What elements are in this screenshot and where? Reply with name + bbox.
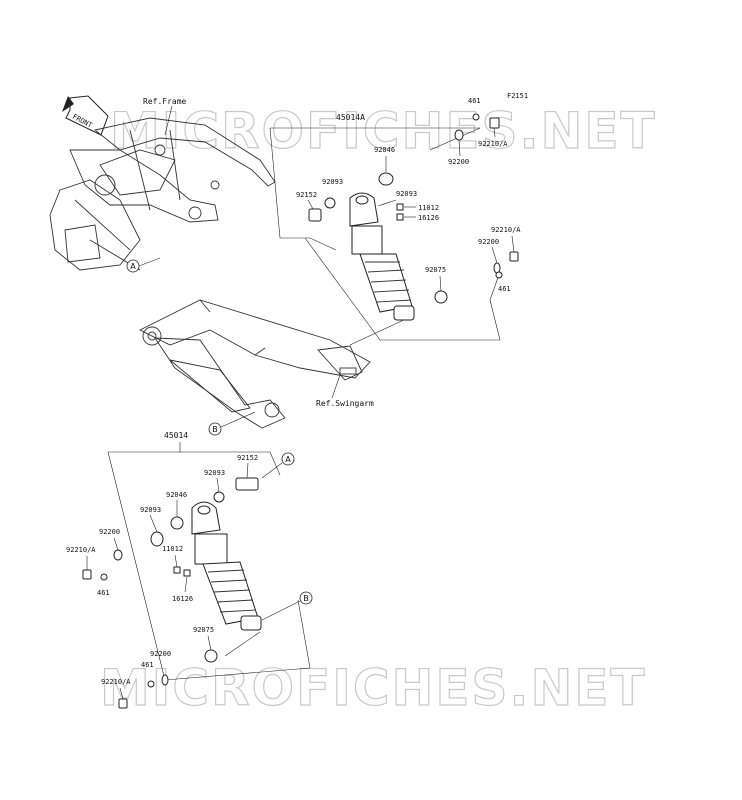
lower-washer-92200-b — [161, 674, 169, 686]
lower-seal-92093-b — [150, 531, 164, 547]
upper-92046-label: 92046 — [374, 146, 395, 154]
lower-nut-92210a — [82, 569, 92, 580]
upper-collar-92152 — [308, 208, 322, 222]
lower-11012-label: 11012 — [162, 545, 183, 553]
lower-92046-label: 92046 — [166, 491, 187, 499]
callout-a-lower — [281, 452, 295, 466]
ref-swingarm-label: Ref.Swingarm — [316, 399, 374, 408]
upper-nut-92210a — [489, 117, 500, 129]
lower-cap-16126 — [183, 569, 191, 577]
lower-461-label: 461 — [97, 589, 110, 597]
callout-a-upper-label: A — [130, 262, 136, 271]
upper-shock-absorber — [349, 192, 415, 321]
lower-92210a-label: 92210/A — [66, 546, 96, 554]
lower-washer-461-b — [147, 680, 155, 688]
lower-seal-92093-a — [213, 491, 225, 503]
upper-cap-16126 — [396, 213, 404, 221]
lower-bushing-92075 — [204, 649, 218, 663]
upper-washer-461 — [472, 113, 480, 121]
lower-92152-label: 92152 — [237, 454, 258, 462]
upper-washer-92200-mid — [493, 262, 501, 274]
lower-collar-92152 — [235, 477, 259, 491]
callout-a-lower-label: A — [285, 455, 291, 464]
lower-92200-label: 92200 — [99, 528, 120, 536]
swingarm-drawing — [138, 299, 371, 429]
upper-washer-92200 — [454, 129, 464, 141]
lower-92093-b-label: 92093 — [140, 506, 161, 514]
upper-461-label: 461 — [468, 97, 481, 105]
upper-92200-mid-label: 92200 — [478, 238, 499, 246]
upper-92152-label: 92152 — [296, 191, 317, 199]
lower-461-b-label: 461 — [141, 661, 154, 669]
upper-92210a-top-label: 92210/A — [478, 140, 508, 148]
lower-washer-92200 — [113, 549, 123, 561]
callout-b-upper-label: B — [212, 425, 218, 434]
watermark-top: MICROFICHES.NET — [110, 102, 657, 160]
upper-461-mid-label: 461 — [498, 285, 511, 293]
upper-bushing-92046 — [378, 172, 394, 186]
lower-92200-b-label: 92200 — [150, 650, 171, 658]
upper-92093-b-label: 92093 — [396, 190, 417, 198]
upper-16126-label: 16126 — [418, 214, 439, 222]
upper-washer-461-mid — [495, 271, 503, 279]
lower-washer-461 — [100, 573, 108, 581]
upper-bushing-92075 — [434, 290, 448, 304]
lower-bushing-92046 — [170, 516, 184, 530]
lower-nut-92210a-b — [118, 698, 128, 709]
upper-11012-label: 11012 — [418, 204, 439, 212]
callout-b-lower-label: B — [303, 594, 309, 603]
upper-92210a-mid-label: 92210/A — [491, 226, 521, 234]
lower-92093-a-label: 92093 — [204, 469, 225, 477]
upper-nut-92210a-mid — [509, 251, 519, 262]
upper-92200-top-label: 92200 — [448, 158, 469, 166]
upper-92075-label: 92075 — [425, 266, 446, 274]
lower-shock-absorber — [191, 501, 262, 631]
upper-assembly-label: 45014A — [336, 113, 365, 122]
lower-assembly-label: 45014 — [164, 431, 188, 440]
upper-grease-11012 — [396, 203, 404, 211]
callout-b-upper — [208, 422, 222, 436]
watermark-bottom: MICROFICHES.NET — [100, 659, 647, 717]
lower-grease-11012 — [173, 566, 181, 574]
upper-seal-92093-a — [324, 197, 336, 209]
lower-16126-label: 16126 — [172, 595, 193, 603]
lower-92075-label: 92075 — [193, 626, 214, 634]
lower-92210a-b-label: 92210/A — [101, 678, 131, 686]
callout-b-lower — [299, 591, 313, 605]
ref-frame-label: Ref.Frame — [143, 97, 187, 106]
upper-92093-a-label: 92093 — [322, 178, 343, 186]
frame-drawing — [49, 117, 276, 271]
figure-code: F2151 — [507, 92, 528, 100]
front-arrow-icon: FRONT — [62, 95, 109, 136]
